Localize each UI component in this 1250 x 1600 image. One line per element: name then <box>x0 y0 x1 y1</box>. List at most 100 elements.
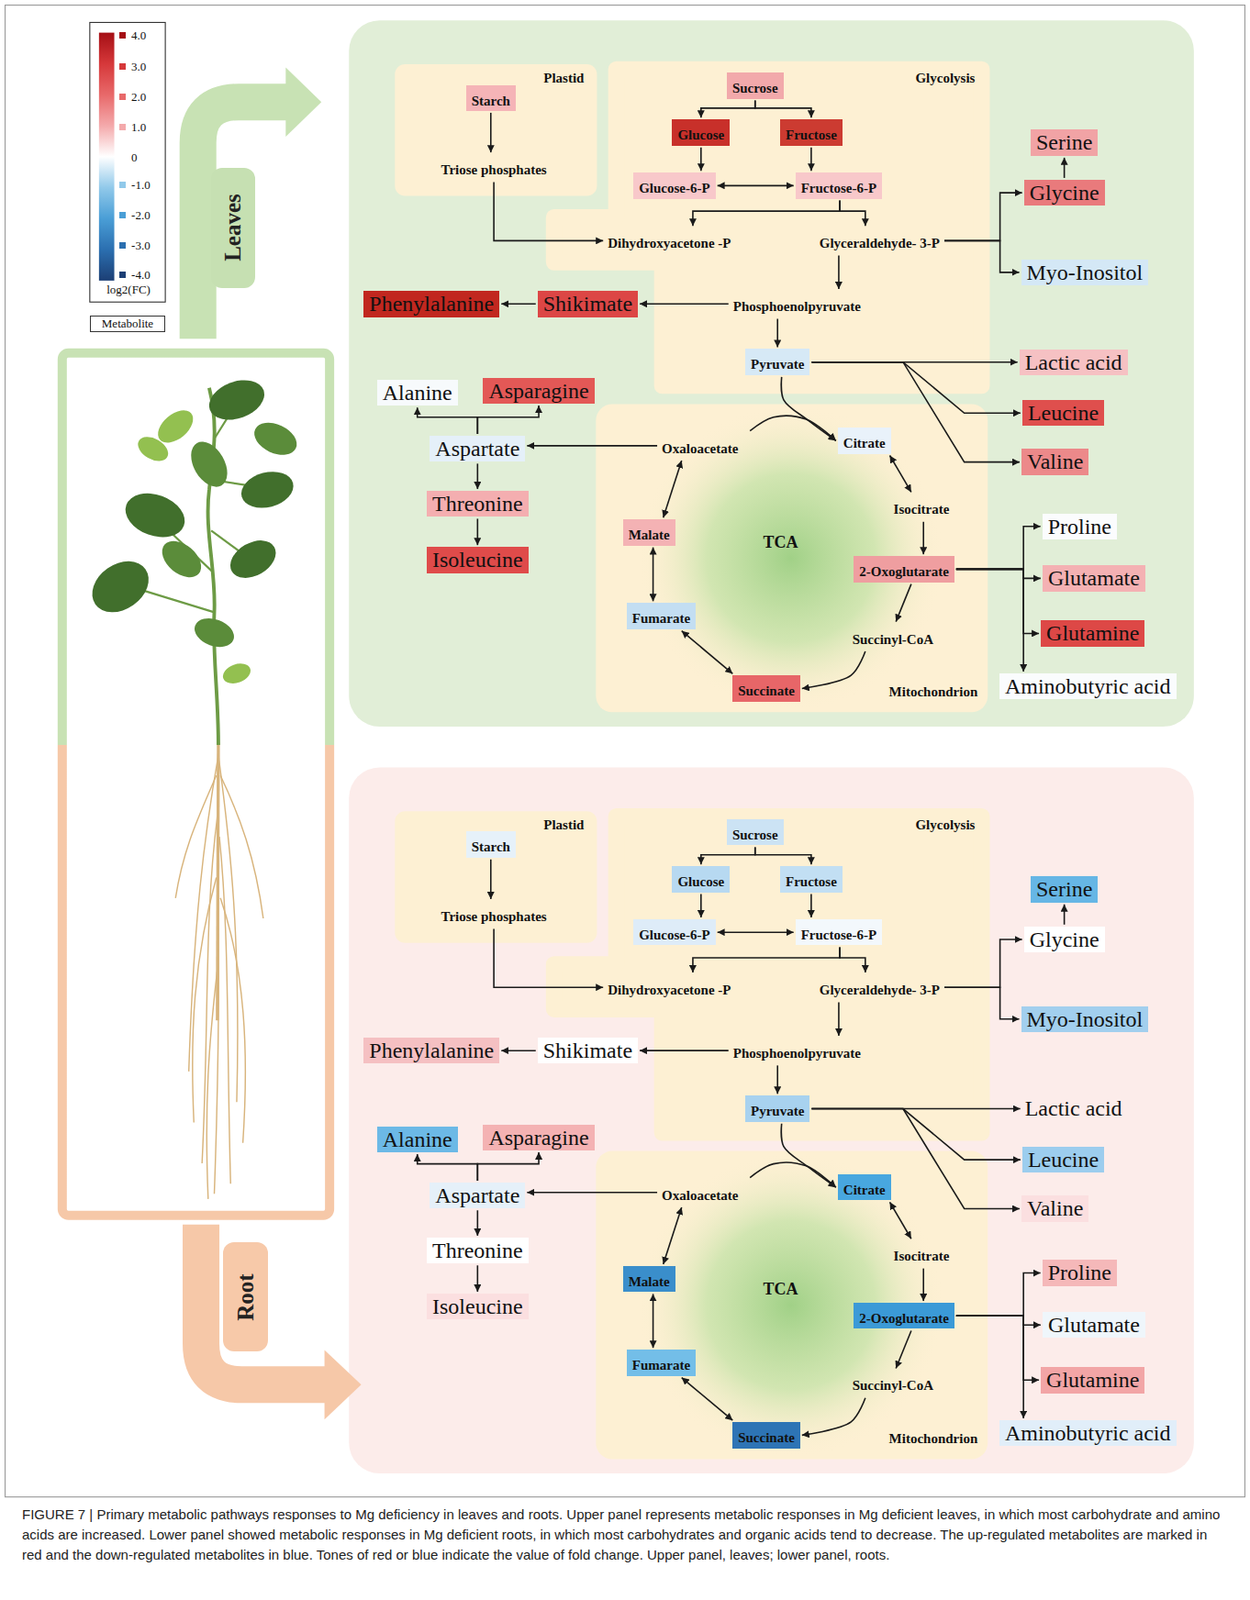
intermediate-node: Dihydroxyacetone -P <box>604 974 734 1001</box>
legend-entry: 3.0 <box>119 60 146 73</box>
metabolite-box: Fructose <box>780 866 843 893</box>
reaction-arrow <box>956 1316 1024 1419</box>
metabolite-name: Starch <box>471 839 511 855</box>
metabolite-name: Phenylalanine <box>368 291 494 316</box>
metabolite-name: Sucrose <box>732 80 779 96</box>
metabolite-name: Glutamate <box>1048 1313 1140 1338</box>
legend-value: 4.0 <box>131 29 146 42</box>
root-line <box>175 775 216 898</box>
metabolite-box: Threonine <box>426 491 529 517</box>
metabolite-box: Citrate <box>837 1174 892 1201</box>
legend-swatch <box>119 93 126 101</box>
intermediate-name: Phosphoenolpyruvate <box>733 299 861 314</box>
metabolite-box: Proline <box>1042 513 1117 540</box>
reaction-arrow <box>477 518 480 546</box>
organ-label: Leaves <box>220 194 246 263</box>
intermediate-name: Dihydroxyacetone -P <box>607 982 731 998</box>
reaction-arrow <box>837 256 840 291</box>
metabolite-box: Asparagine <box>482 378 594 404</box>
metabolite-name: Glutamate <box>1048 566 1140 591</box>
intermediate-name: Glyceraldehyde- 3-P <box>819 982 940 998</box>
reaction-arrow <box>501 1049 536 1052</box>
plant-stem <box>208 388 219 746</box>
metabolite-box: Succinate <box>732 675 801 702</box>
legend-value: 0 <box>131 151 138 164</box>
metabolite-box: Shikimate <box>537 1037 638 1064</box>
cycle-label: TCA <box>763 533 799 553</box>
reaction-arrow <box>811 1109 1021 1161</box>
metabolite-box: Pyruvate <box>745 348 810 375</box>
cycle-label: TCA <box>763 1280 799 1300</box>
plant-leaf <box>190 613 239 652</box>
reaction-arrow <box>526 1192 658 1195</box>
metabolite-name: Pyruvate <box>750 357 804 372</box>
intermediate-name: Triose phosphates <box>441 162 547 178</box>
plastid-shape <box>394 64 597 196</box>
compartment-label: Plastid <box>543 70 584 87</box>
metabolite-name: Isoleucine <box>432 547 524 572</box>
intermediate-node: Isocitrate <box>891 1240 953 1267</box>
compartment-band: PlastidStarchTriose phosphates <box>394 64 597 196</box>
metabolite-name: Starch <box>471 93 511 109</box>
compartment-label: Mitochondrion <box>889 684 979 701</box>
legend-entry: 1.0 <box>119 121 146 134</box>
reaction-arrow <box>717 931 794 934</box>
reaction-arrow <box>956 569 1039 634</box>
metabolite-name: Alanine <box>382 1127 453 1152</box>
metabolite-name: Proline <box>1048 1261 1112 1285</box>
metabolite-box: Succinate <box>732 1422 801 1449</box>
reaction-arrow <box>810 147 813 171</box>
metabolite-box: Glucose <box>671 866 730 893</box>
reaction-arrow <box>701 847 756 865</box>
plant-roots <box>175 743 264 1200</box>
legend-value: 3.0 <box>131 60 146 73</box>
metabolite-name: Aminobutyric acid <box>1004 674 1172 699</box>
intermediate-name: Triose phosphates <box>441 909 547 925</box>
legend-swatch <box>119 154 126 161</box>
reaction-arrow <box>922 1269 925 1302</box>
metabolite-box: Glutamine <box>1040 620 1145 647</box>
reaction-arrow <box>749 1162 837 1188</box>
metabolite-name: Fructose <box>785 874 838 890</box>
metabolite-box: Glucose-6-P <box>633 172 715 199</box>
metabolite-name: Shikimate <box>543 291 633 316</box>
metabolite-name: Glutamine <box>1046 621 1139 646</box>
glycolysis-shape <box>554 69 983 387</box>
metabolite-name: Myo-Inositol <box>1026 1007 1144 1032</box>
metabolite-box: Alanine <box>377 1127 458 1153</box>
reaction-arrow <box>944 240 1020 272</box>
reaction-arrow <box>755 100 812 119</box>
root-line <box>206 970 218 1200</box>
intermediate-node: Lactic acid <box>1022 1095 1126 1122</box>
metabolite-box: Phenylalanine <box>363 1037 500 1064</box>
reaction-arrow <box>781 1124 836 1188</box>
reaction-arrow <box>956 1316 1041 1326</box>
intermediate-name: Succinyl-CoA <box>852 632 934 648</box>
metabolite-box: Fumarate <box>626 602 696 629</box>
compartment-band: MitochondrionTCAOxaloacetateCitrateIsoci… <box>595 403 988 713</box>
intermediate-node: Triose phosphates <box>438 901 550 927</box>
intermediate-node: Oxaloacetate <box>658 433 741 459</box>
intermediate-name: Oxaloacetate <box>661 441 738 457</box>
metabolite-name: Citrate <box>843 1183 886 1198</box>
metabolite-box: Alanine <box>377 379 458 406</box>
plant-leaf <box>155 534 208 585</box>
legend-swatch <box>119 212 126 219</box>
metabolite-box: Malate <box>623 519 676 546</box>
metabolite-box: Glucose <box>671 119 730 146</box>
metabolite-name: Shikimate <box>543 1038 633 1063</box>
legend-entry: -3.0 <box>119 239 151 252</box>
metabolite-box: Sucrose <box>726 819 784 846</box>
metabolite-name: Aspartate <box>435 436 520 461</box>
intermediate-node: Dihydroxyacetone -P <box>604 227 734 254</box>
metabolite-name: Fructose-6-P <box>801 180 877 196</box>
reaction-arrow <box>944 939 1023 988</box>
metabolite-name: 2-Oxoglutarate <box>859 1311 949 1327</box>
legend-entry: -1.0 <box>119 178 151 191</box>
reaction-arrow <box>681 1378 734 1422</box>
metabolite-name: Leucine <box>1027 1148 1099 1172</box>
intermediate-node: Glyceraldehyde- 3-P <box>816 227 943 254</box>
reaction-arrow <box>681 631 734 675</box>
reaction-arrow <box>802 1398 866 1437</box>
